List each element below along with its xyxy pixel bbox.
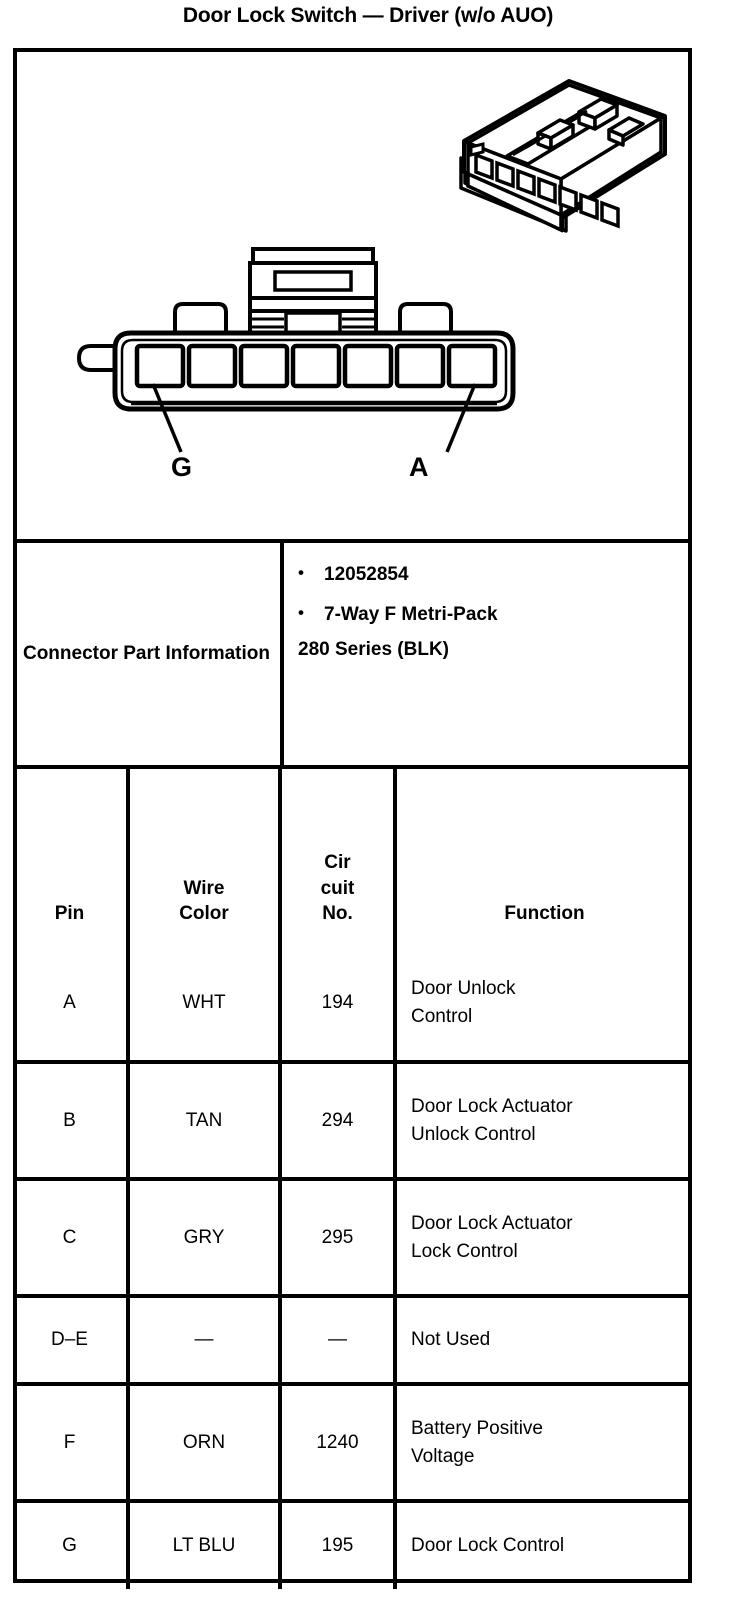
page-title: Door Lock Switch — Driver (w/o AUO) [182, 4, 554, 27]
table-row: C GRY 295 Door Lock Actuator Lock Contro… [13, 1179, 692, 1298]
bullet-icon: • [298, 602, 304, 622]
cell-function: Door Unlock Control [395, 945, 692, 1064]
header-wire-line2: Color [179, 903, 229, 925]
leader-line-A [445, 383, 477, 453]
cell-wire-color: GRY [128, 1179, 282, 1298]
table-row: D–E — — Not Used [13, 1296, 692, 1386]
bullet-icon: • [298, 563, 304, 582]
cavity-A [446, 343, 498, 389]
function-line1: Door Unlock [411, 977, 516, 999]
cpi-column-divider [280, 543, 284, 765]
cell-pin: B [13, 1062, 130, 1181]
callout-label-A: A [409, 452, 429, 482]
cavity-D [290, 343, 342, 389]
cpi-bullet-item: • 12052854 [298, 561, 686, 589]
cpi-part-description: 7-Way F Metri-Pack [324, 603, 498, 625]
cell-circuit-no: 194 [280, 945, 397, 1064]
connector-part-information-row: Connector Part Information • 12052854 • … [13, 543, 692, 765]
cell-wire-color: TAN [128, 1062, 282, 1181]
cavity-B [394, 343, 446, 389]
cpi-bullet-item: • 7-Way F Metri-Pack [298, 601, 686, 629]
connector-part-information-label: Connector Part Information [22, 643, 270, 665]
cell-wire-color: WHT [128, 945, 282, 1064]
header-wire-line1: Wire [183, 877, 225, 899]
cell-circuit-no: 195 [280, 1501, 397, 1589]
function-line1: Battery Positive [411, 1417, 543, 1439]
cell-function: Door Lock Control [395, 1501, 692, 1589]
connector-isometric-corner-tab [469, 142, 485, 157]
callout-leader-lines [151, 383, 477, 453]
cell-function: Door Lock Actuator Unlock Control [395, 1062, 692, 1181]
cell-wire-color: LT BLU [128, 1501, 282, 1589]
function-line2: Unlock Control [411, 1123, 536, 1145]
cell-wire-color: ORN [128, 1384, 282, 1503]
connector-front-shell-inner [120, 338, 508, 404]
column-header-pin: Pin [13, 769, 130, 945]
function-line1: Not Used [411, 1329, 491, 1351]
cavity-E [238, 343, 290, 389]
header-function-label: Function [504, 903, 585, 925]
cell-pin: C [13, 1179, 130, 1298]
connector-front-shoulders [173, 302, 453, 341]
function-line1: Door Lock Actuator [411, 1095, 573, 1117]
table-row: G LT BLU 195 Door Lock Control [13, 1501, 692, 1589]
table-row: B TAN 294 Door Lock Actuator Unlock Cont… [13, 1062, 692, 1181]
header-pin-label: Pin [54, 903, 85, 925]
cpi-table-divider [13, 765, 692, 769]
cell-circuit-no: 294 [280, 1062, 397, 1181]
column-header-function: Function [395, 769, 692, 945]
function-line2: Voltage [411, 1445, 475, 1467]
cavity-G [134, 343, 186, 389]
cell-function: Battery Positive Voltage [395, 1384, 692, 1503]
column-header-wire-color: Wire Color [128, 769, 282, 945]
connector-isometric-cavities [474, 152, 620, 229]
cell-circuit-no: 1240 [280, 1384, 397, 1503]
function-line2: Lock Control [411, 1240, 518, 1262]
leader-line-G [151, 383, 183, 453]
illustration-table-divider [13, 539, 692, 543]
cell-pin: G [13, 1501, 130, 1589]
cavity-F [186, 343, 238, 389]
cell-circuit-no: 295 [280, 1179, 397, 1298]
header-circuit-line1: Cir [324, 852, 351, 874]
connector-isometric-latch [505, 97, 645, 166]
cell-pin: F [13, 1384, 130, 1503]
cavity-C [342, 343, 394, 389]
function-line1: Door Lock Actuator [411, 1212, 573, 1234]
cpi-part-description-continuation: 280 Series (BLK) [298, 639, 450, 661]
cell-function: Door Lock Actuator Lock Control [395, 1179, 692, 1298]
cell-function: Not Used [395, 1296, 692, 1386]
function-line1: Door Lock Control [411, 1535, 565, 1557]
connector-drawing [77, 79, 667, 453]
header-circuit-line3: No. [322, 903, 353, 925]
cell-wire-color: — [128, 1296, 282, 1386]
connector-front-cavities [134, 343, 498, 389]
header-circuit-line2: cuit [320, 877, 355, 899]
connector-isometric-front-skirt [466, 171, 563, 233]
pin-assignment-table: Pin Wire Color Cir cuit No. Function A W… [13, 769, 692, 1589]
callout-label-G: G [171, 452, 193, 482]
table-row: F ORN 1240 Battery Positive Voltage [13, 1384, 692, 1503]
connector-illustration-panel: G A [13, 48, 692, 541]
connector-front-latch-ribs [252, 317, 374, 329]
table-row: A WHT 194 Door Unlock Control [13, 945, 692, 1064]
cell-circuit-no: — [280, 1296, 397, 1386]
connector-front-side-key [77, 344, 125, 372]
cpi-part-number: 12052854 [324, 564, 409, 585]
table-header-row: Pin Wire Color Cir cuit No. Function [13, 769, 692, 945]
function-line2: Control [411, 1005, 473, 1027]
column-header-circuit-no: Cir cuit No. [280, 769, 397, 945]
cell-pin: D–E [13, 1296, 130, 1386]
connector-part-information-values: • 12052854 • 7-Way F Metri-Pack 280 Seri… [284, 543, 692, 765]
cell-pin: A [13, 945, 130, 1064]
